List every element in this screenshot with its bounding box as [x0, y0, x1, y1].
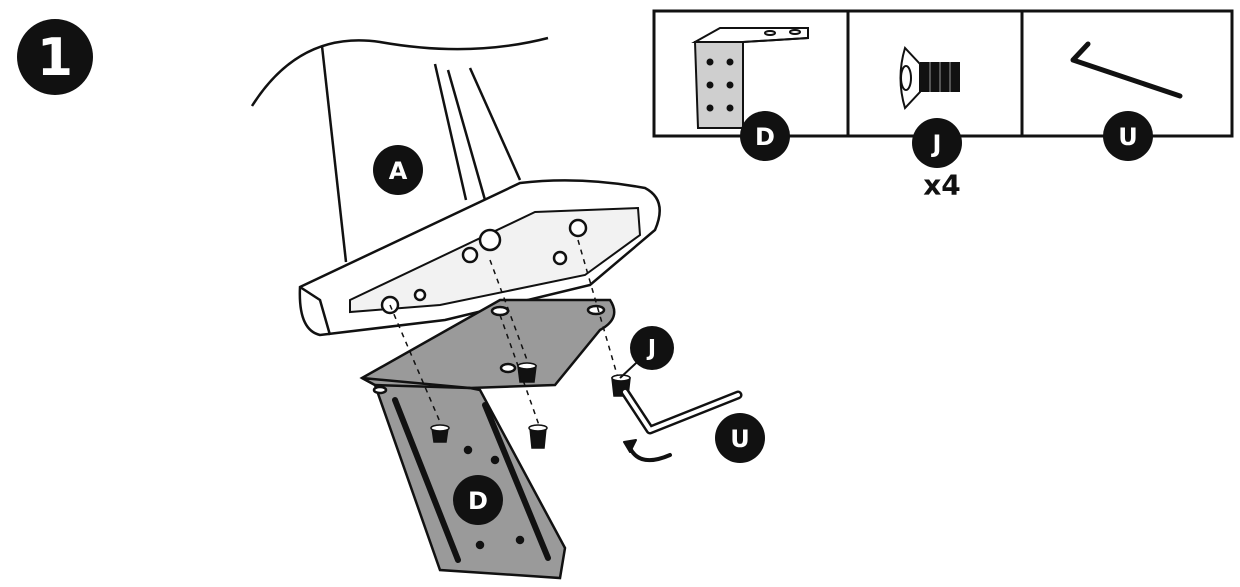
screw-group	[430, 362, 631, 449]
mounting-bracket-icon	[691, 27, 809, 129]
callout-d: D	[453, 475, 503, 525]
svg-text:U: U	[730, 425, 750, 453]
part-badge-j: J	[912, 118, 962, 168]
step-number: 1	[37, 28, 73, 88]
svg-text:J: J	[931, 130, 942, 158]
part-quantity: x4	[923, 169, 961, 202]
bracket-part	[359, 298, 616, 580]
callout-j: J	[619, 326, 674, 379]
svg-text:D: D	[755, 123, 775, 151]
leg-base-plate	[298, 179, 661, 337]
part-badge-u: U	[1103, 111, 1153, 161]
svg-text:D: D	[468, 487, 488, 515]
screw-1	[430, 424, 450, 443]
part-badge-d: D	[740, 111, 790, 161]
callout-u: U	[715, 413, 765, 463]
parts-panel: D J x4 U	[652, 9, 1234, 202]
allen-key-tool	[620, 387, 743, 463]
screw-2	[517, 362, 537, 383]
svg-text:J: J	[646, 337, 656, 362]
alignment-lines	[389, 239, 619, 429]
screw-icon	[899, 46, 960, 110]
screw-3	[528, 424, 548, 449]
svg-text:U: U	[1118, 123, 1138, 151]
svg-text:A: A	[389, 157, 408, 185]
allen-key-icon	[1070, 41, 1183, 99]
leg-part	[250, 36, 549, 263]
step-badge: 1	[17, 19, 93, 95]
callout-a: A	[373, 145, 423, 195]
